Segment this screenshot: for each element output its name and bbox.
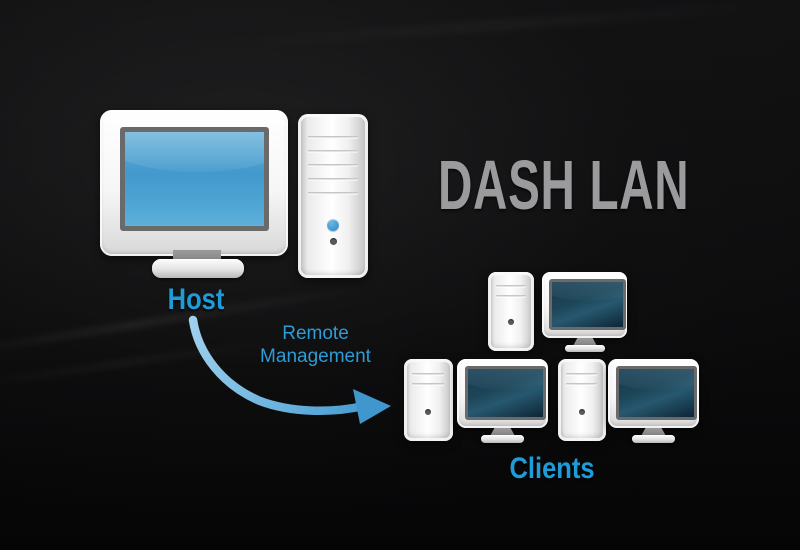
monitor-base xyxy=(565,345,605,352)
tower-vents xyxy=(412,373,444,388)
remote-management-label: Remote Management xyxy=(238,322,393,368)
monitor-stand xyxy=(490,428,515,436)
remote-label-line1: Remote xyxy=(282,323,349,344)
client-tower-icon xyxy=(488,272,534,351)
screen-gloss xyxy=(468,369,543,390)
host-label: Host xyxy=(167,283,225,316)
tower-vents xyxy=(308,136,358,195)
power-button-icon xyxy=(327,219,339,231)
tower-vents xyxy=(566,373,597,388)
tower-led xyxy=(508,319,514,325)
monitor-base xyxy=(152,259,244,278)
monitor-base xyxy=(481,435,524,443)
tower-led xyxy=(330,238,337,245)
client-tower-icon xyxy=(558,359,606,441)
client-screen xyxy=(465,366,546,420)
monitor-stand xyxy=(641,428,666,436)
screen-gloss xyxy=(619,369,694,390)
remote-management-arrow-icon xyxy=(188,315,391,424)
screen-gloss xyxy=(125,132,264,173)
monitor-base xyxy=(632,435,675,443)
tower-led xyxy=(579,409,585,415)
tower-led xyxy=(425,409,431,415)
clients-label: Clients xyxy=(509,452,595,485)
client-screen xyxy=(549,279,626,330)
monitor-stand xyxy=(573,338,597,346)
screen-gloss xyxy=(552,282,623,302)
page-title: DASH LAN xyxy=(438,146,690,224)
host-screen xyxy=(120,127,269,231)
tower-vents xyxy=(496,285,526,299)
background-streak xyxy=(240,1,760,49)
client-tower-icon xyxy=(404,359,453,441)
client-screen xyxy=(616,366,697,420)
remote-label-line2: Management xyxy=(260,346,371,367)
